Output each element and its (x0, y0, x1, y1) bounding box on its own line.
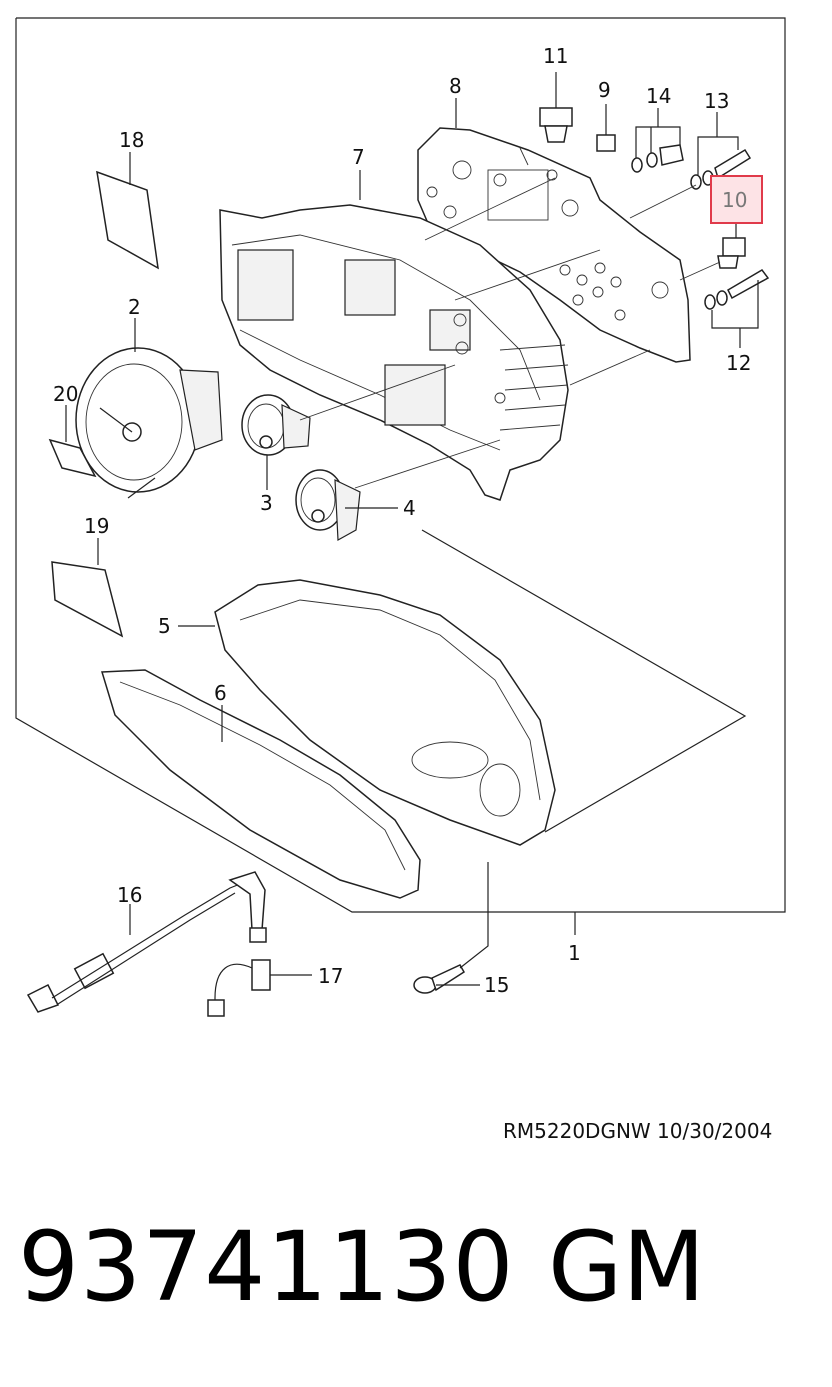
callout-9: 9 (598, 78, 611, 102)
part-18-card (96, 170, 159, 270)
highlight-box (710, 175, 763, 224)
callout-2: 2 (128, 295, 141, 319)
callout-17: 17 (318, 964, 343, 988)
callout-18: 18 (119, 128, 144, 152)
part-19-card (51, 561, 124, 638)
callout-19: 19 (84, 514, 109, 538)
callout-4: 4 (403, 496, 416, 520)
callout-8: 8 (449, 74, 462, 98)
callout-14: 14 (646, 84, 671, 108)
callout-13: 13 (704, 89, 729, 113)
callout-3: 3 (260, 491, 273, 515)
part-13-screw-set (690, 112, 752, 190)
part-8-printed-circuit-board (417, 127, 691, 363)
callout-1: 1 (568, 941, 581, 965)
part-7-cluster-housing (219, 204, 569, 501)
part-14-screw-set (631, 108, 684, 173)
callout-7: 7 (352, 145, 365, 169)
part-10-bulb-socket (717, 224, 746, 269)
part-2-speedometer (75, 347, 223, 499)
callout-20: 20 (53, 382, 78, 406)
part-15-screw (413, 862, 489, 994)
callout-16: 16 (117, 883, 142, 907)
callout-5: 5 (158, 614, 171, 638)
part-11-bulb (539, 72, 573, 143)
callout-6: 6 (214, 681, 227, 705)
callout-15: 15 (484, 973, 509, 997)
part-5-lens (214, 579, 556, 846)
part-12-screw-set (704, 269, 770, 348)
inner-boundary (421, 529, 747, 833)
part-9-bulb-socket (596, 104, 616, 152)
callout-11: 11 (543, 44, 568, 68)
part-3-gauge (241, 394, 311, 456)
brand-name: GM (548, 1211, 706, 1323)
part-6-bezel (101, 669, 421, 899)
part-number: 93741130 (18, 1211, 515, 1323)
part-20-card (48, 438, 97, 478)
drawing-id: RM5220DGNW 10/30/2004 (503, 1119, 773, 1143)
part-17-sensor (207, 959, 312, 1017)
assembly-boundary (15, 17, 786, 913)
callout-12: 12 (726, 351, 751, 375)
part-4-gauge (295, 469, 361, 541)
callout-10: 10 (722, 188, 747, 212)
part-16-speedometer-cable (26, 871, 267, 1013)
